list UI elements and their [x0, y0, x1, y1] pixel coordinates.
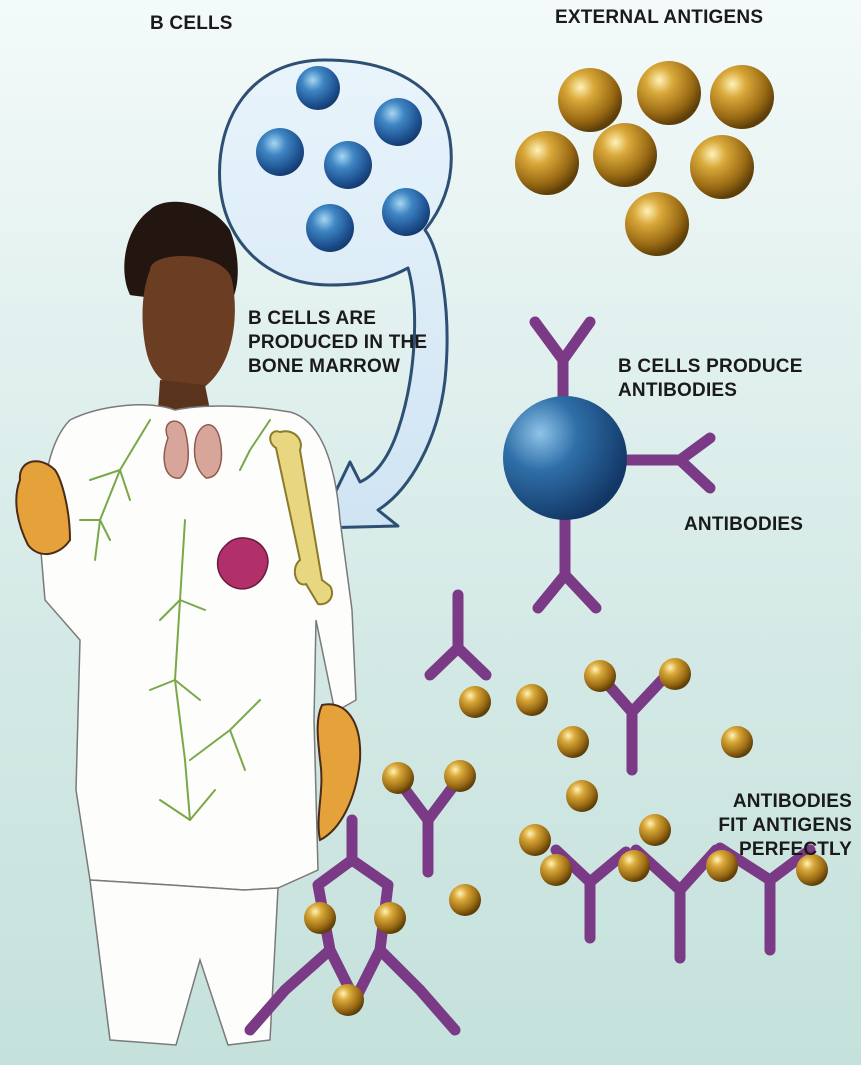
antigen-icon: [690, 135, 754, 199]
antigen-icon: [710, 65, 774, 129]
antigen-icon: [558, 68, 622, 132]
antigen-icon: [593, 123, 657, 187]
antibody-icon: [604, 680, 662, 770]
antigen-icon: [721, 726, 753, 758]
antigen-icon: [516, 684, 548, 716]
antigen-icon: [584, 660, 616, 692]
antigen-icon: [659, 658, 691, 690]
label-antibodies-fit-antigens: ANTIBODIES FIT ANTIGENS PERFECTLY: [690, 790, 852, 862]
b-cell-icon: [374, 98, 422, 146]
antigen-icon: [566, 780, 598, 812]
antigen-icon: [637, 61, 701, 125]
antigen-icon: [540, 854, 572, 886]
antigen-icon: [625, 192, 689, 256]
label-b-cells: B CELLS: [150, 12, 233, 36]
label-b-cells-produced-in-bone-marrow: B CELLS ARE PRODUCED IN THE BONE MARROW: [248, 307, 427, 379]
antigen-icon: [304, 902, 336, 934]
b-cell-icon: [324, 141, 372, 189]
label-antibodies: ANTIBODIES: [684, 513, 803, 537]
b-cell-icon: [256, 128, 304, 176]
antibody-icon: [535, 322, 590, 405]
antigen-icon: [557, 726, 589, 758]
label-b-cells-produce-antibodies: B CELLS PRODUCE ANTIBODIES: [618, 355, 803, 403]
antigen-icon: [374, 902, 406, 934]
antigen-icon: [444, 760, 476, 792]
b-cell-icon: [296, 66, 340, 110]
antigen-icon: [382, 762, 414, 794]
label-external-antigens: EXTERNAL ANTIGENS: [555, 6, 763, 30]
antigen-icon: [519, 824, 551, 856]
antigen-icon: [639, 814, 671, 846]
antigen-icon: [618, 850, 650, 882]
antigen-icon: [332, 984, 364, 1016]
antibody-icon: [538, 510, 596, 608]
external-antigens-group: [515, 61, 774, 256]
antibody-icon: [625, 438, 710, 488]
b-cell-icon: [382, 188, 430, 236]
antigen-icon: [515, 131, 579, 195]
antigen-icon: [459, 686, 491, 718]
antibody-icon: [398, 780, 458, 872]
b-cell-icon: [306, 204, 354, 252]
b-cell-icon: [503, 396, 627, 520]
antibody-icon: [430, 595, 486, 675]
antigen-icon: [449, 884, 481, 916]
